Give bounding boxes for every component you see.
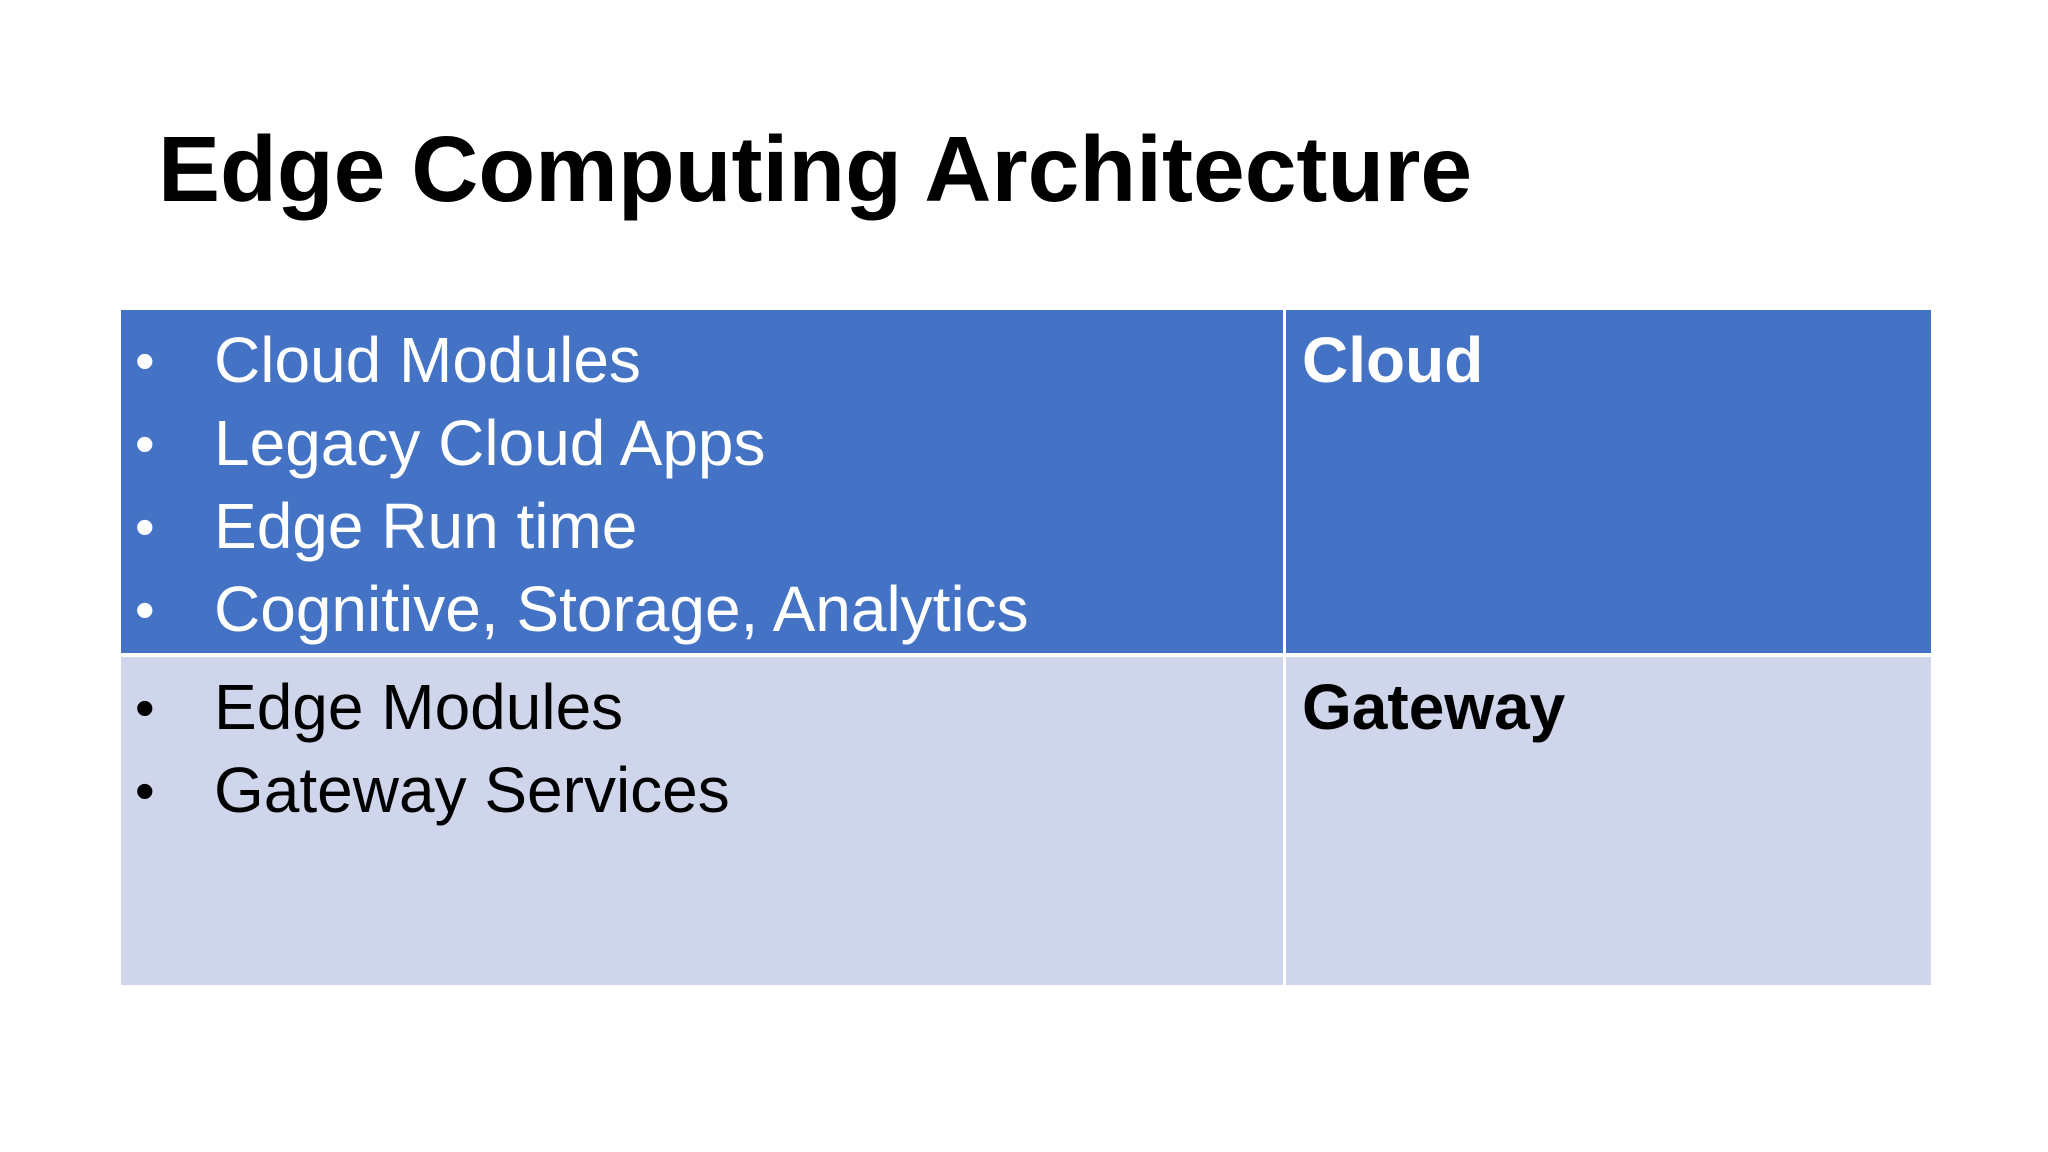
cloud-layer-label: Cloud [1302,324,1484,396]
bullet-icon: • [135,329,155,392]
gateway-layer-label: Gateway [1302,671,1566,743]
list-item: •Gateway Services [121,749,1283,832]
bullet-icon: • [135,759,155,822]
cloud-items-cell: •Cloud Modules •Legacy Cloud Apps •Edge … [121,310,1286,657]
bullet-icon: • [135,495,155,558]
list-item: •Cloud Modules [121,319,1283,402]
cloud-label-cell: Cloud [1286,310,1931,657]
list-item: •Cognitive, Storage, Analytics [121,568,1283,651]
bullet-icon: • [135,412,155,475]
architecture-table: •Cloud Modules •Legacy Cloud Apps •Edge … [121,310,1931,985]
gateway-items-list: •Edge Modules •Gateway Services [121,657,1283,832]
list-item: •Legacy Cloud Apps [121,402,1283,485]
gateway-items-cell: •Edge Modules •Gateway Services [121,657,1286,985]
list-item: •Edge Modules [121,666,1283,749]
gateway-label-cell: Gateway [1286,657,1931,985]
bullet-icon: • [135,578,155,641]
cloud-items-list: •Cloud Modules •Legacy Cloud Apps •Edge … [121,310,1283,651]
slide-title: Edge Computing Architecture [158,117,1473,221]
list-item: •Edge Run time [121,485,1283,568]
bullet-icon: • [135,676,155,739]
